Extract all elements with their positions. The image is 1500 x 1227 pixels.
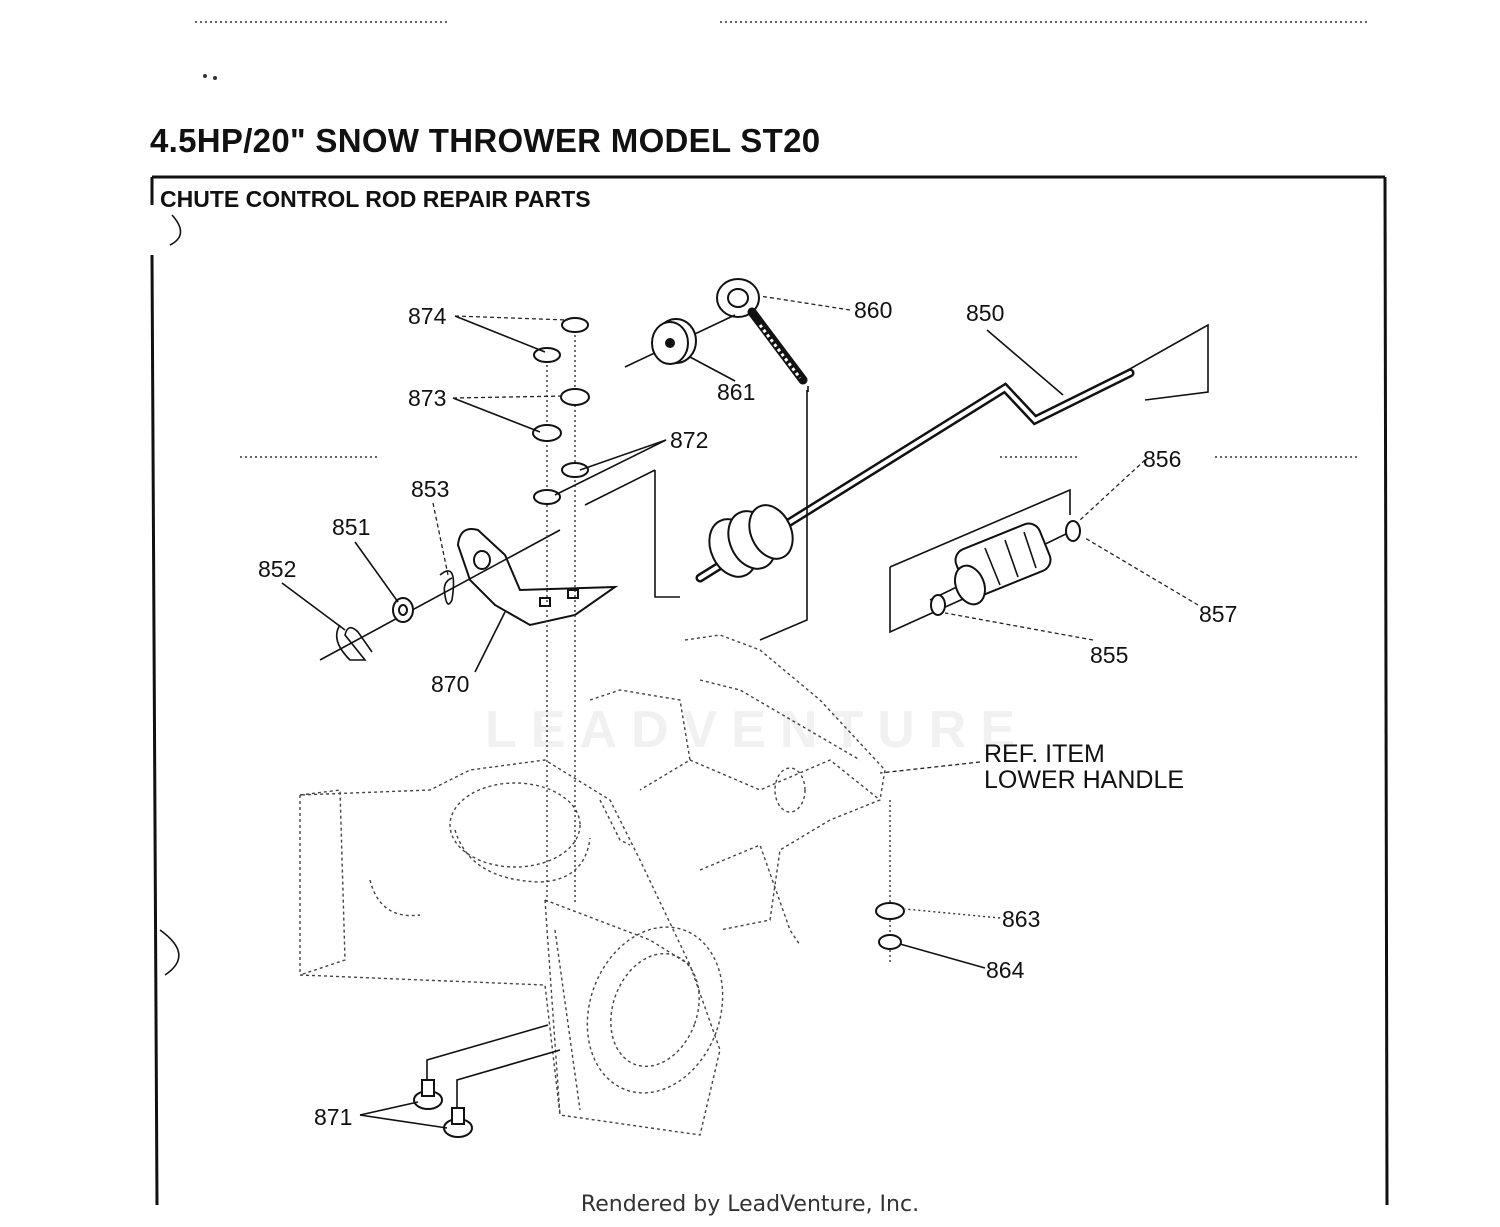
diagram-frame bbox=[150, 175, 1389, 1206]
plane-line-mid bbox=[759, 390, 808, 641]
fastener-stack bbox=[532, 317, 590, 905]
callout-874: 874 bbox=[408, 303, 447, 329]
leader-lines bbox=[281, 295, 1199, 1129]
callout-856: 856 bbox=[1143, 446, 1181, 472]
callout-873: 873 bbox=[408, 385, 446, 411]
callout-872: 872 bbox=[670, 427, 708, 453]
callout-870: 870 bbox=[431, 671, 469, 697]
chute-control-rod bbox=[695, 368, 1135, 583]
scan-artifacts bbox=[159, 21, 1370, 976]
plane-line-right bbox=[1127, 323, 1209, 401]
bracket bbox=[456, 528, 619, 627]
callout-852: 852 bbox=[258, 556, 296, 582]
carriage-bolts bbox=[413, 1024, 561, 1138]
reference-line-1: REF. ITEM bbox=[984, 740, 1105, 768]
section-title: CHUTE CONTROL ROD REPAIR PARTS bbox=[160, 186, 591, 212]
callout-860: 860 bbox=[854, 297, 892, 323]
pivot-axis-line bbox=[319, 529, 561, 661]
plane-line-left bbox=[654, 470, 680, 598]
snow-thrower-housing bbox=[299, 634, 886, 1136]
callout-850: 850 bbox=[966, 300, 1004, 326]
spring-assembly bbox=[889, 488, 1081, 634]
cotter-clip bbox=[439, 570, 455, 605]
callout-864: 864 bbox=[986, 957, 1025, 983]
callout-863: 863 bbox=[1002, 906, 1040, 932]
reference-line-2: LOWER HANDLE bbox=[984, 766, 1184, 794]
callout-871: 871 bbox=[314, 1104, 352, 1130]
watermark-text: LEADVENTURE bbox=[485, 701, 1030, 759]
handle-fasteners bbox=[875, 800, 905, 965]
knob bbox=[624, 314, 736, 368]
footer-credit: Rendered by LeadVenture, Inc. bbox=[580, 1192, 920, 1217]
callout-861: 861 bbox=[717, 379, 755, 405]
page-title: 4.5HP/20" SNOW THROWER MODEL ST20 bbox=[150, 122, 821, 159]
callout-855: 855 bbox=[1090, 642, 1128, 668]
callout-853: 853 bbox=[411, 476, 449, 502]
hair-pin-clip bbox=[335, 624, 373, 661]
callout-857: 857 bbox=[1199, 601, 1237, 627]
eyebolt bbox=[716, 278, 808, 385]
callout-851: 851 bbox=[332, 514, 370, 540]
